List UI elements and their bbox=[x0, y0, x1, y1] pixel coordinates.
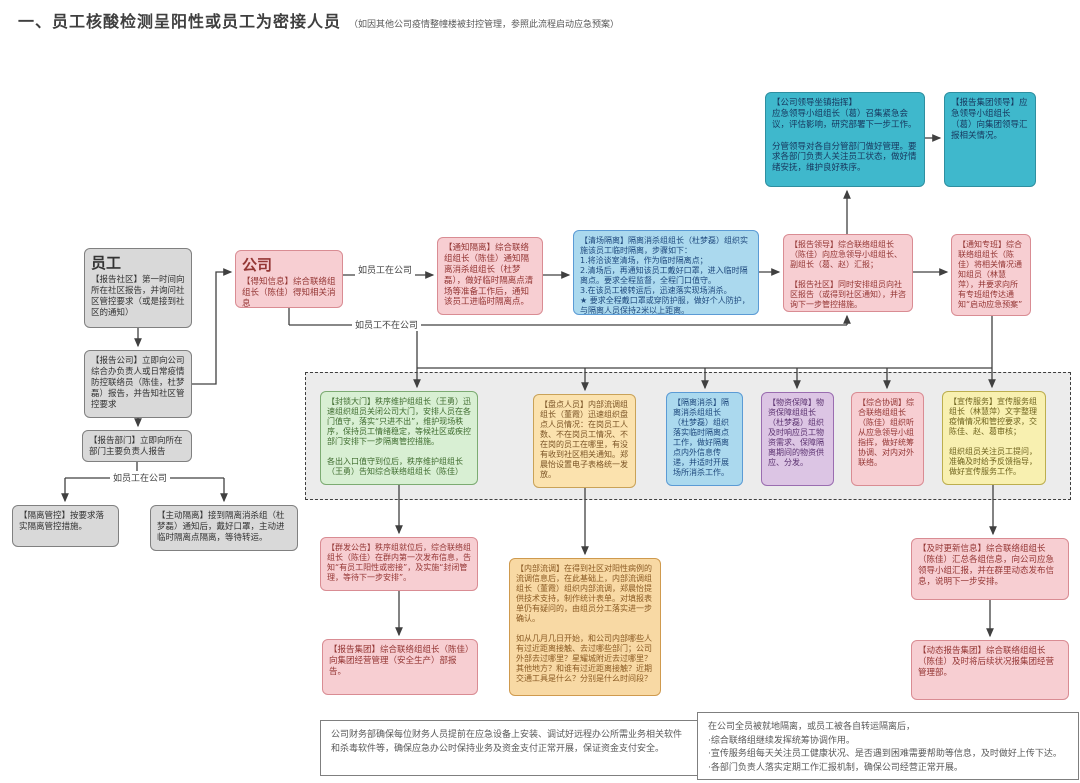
node-report-leader-text: 【报告领导】综合联络组组长（陈佳）向应急领导小组组长、副组长（葛、赵）汇报； 【… bbox=[790, 240, 906, 309]
node-report-company: 【报告公司】立即向公司综合办负责人或日常疫情防控联络员（陈佳，杜梦磊）报告，并告… bbox=[84, 350, 192, 418]
node-report-department-text: 【报告部门】立即向所在部门主要负责人报告 bbox=[89, 436, 183, 457]
node-group-announcement-text: 【群发公告】秩序组就位后，综合联络组组长（陈佳）在群内第一次发布信息，告知“有员… bbox=[327, 543, 471, 582]
node-report-leader: 【报告领导】综合联络组组长（陈佳）向应急领导小组组长、副组长（葛、赵）汇报； 【… bbox=[783, 234, 913, 312]
node-supplies: 【物资保障】物资保障组组长（杜梦磊）组织及时响应员工物资需求、保障隔离期间的物资… bbox=[761, 392, 834, 486]
node-update-info: 【及时更新信息】综合联络组组长（陈佳）汇总各组信息，向公司应急领导小组汇报，并在… bbox=[911, 538, 1069, 600]
edge-label-in-company-left: 如员工在公司 bbox=[110, 471, 171, 484]
node-publicity: 【宣传服务】宣传服务组组长（林慧萍）文字整理疫情情况和管控要求，交陈佳、赵、葛审… bbox=[942, 391, 1046, 485]
node-clear-isolation: 【清场隔离】隔离消杀组组长（杜梦磊）组织实施该员工临时隔离，步骤如下： 1.将洽… bbox=[573, 230, 759, 315]
node-notify-isolation-text: 【通知隔离】综合联络组组长（陈佳）通知隔离消杀组组长（杜梦磊），做好临时隔离点清… bbox=[444, 243, 534, 308]
node-employee: 员工 【报告社区】第一时间向所在社区报告，并询问社区管控要求（或是接到社区的通知… bbox=[84, 248, 192, 328]
node-quarantine-control-text: 【隔离管控】按要求落实隔离管控措施。 bbox=[19, 511, 105, 532]
node-clear-isolation-text: 【清场隔离】隔离消杀组组长（杜梦磊）组织实施该员工临时隔离，步骤如下： 1.将洽… bbox=[580, 236, 750, 315]
node-leader-command-text: 【公司领导坐镇指挥】 应急领导小组组长（葛）召集紧急会议，评估影响，研究部署下一… bbox=[772, 98, 917, 174]
node-dynamic-report-group-text: 【动态报告集团】综合联络组组长（陈佳）及时将后续状况报集团经营管理部。 bbox=[918, 646, 1055, 678]
node-notify-isolation: 【通知隔离】综合联络组组长（陈佳）通知隔离消杀组组长（杜梦磊），做好临时隔离点清… bbox=[437, 237, 543, 315]
node-self-isolation: 【主动隔离】接到隔离消杀组（杜梦磊）通知后，戴好口罩，主动进临时隔离点隔离，等待… bbox=[150, 505, 298, 551]
node-coordination: 【综合协调】综合联络组组长（陈佳）组织听从应急领导小组指挥，做好统筹协调、对内对… bbox=[851, 392, 924, 486]
node-coordination-text: 【综合协调】综合联络组组长（陈佳）组织听从应急领导小组指挥，做好统筹协调、对内对… bbox=[858, 398, 914, 467]
node-report-group-text: 【报告集团】综合联络组组长（陈佳）向集团经营管理（安全生产）部报告。 bbox=[329, 645, 470, 677]
node-group-announcement: 【群发公告】秩序组就位后，综合联络组组长（陈佳）在群内第一次发布信息，告知“有员… bbox=[320, 537, 478, 591]
node-personnel-check-text: 【盘点人员】内部流调组组长（董霞）迅速组织盘点人员情况：在岗员工人数、不在岗员工… bbox=[540, 400, 628, 479]
node-leader-command: 【公司领导坐镇指挥】 应急领导小组组长（葛）召集紧急会议，评估影响，研究部署下一… bbox=[765, 92, 925, 187]
note-after-quarantine: 在公司全员被就地隔离，或员工被各自转运隔离后， ·综合联络组继续发挥统筹协调作用… bbox=[697, 712, 1079, 780]
node-isolation-disinfect-text: 【隔离消杀】隔离消杀组组长（杜梦磊）组织落实临时隔离点工作，做好隔离点内外信息传… bbox=[673, 398, 729, 477]
node-employee-text: 【报告社区】第一时间向所在社区报告，并询问社区管控要求（或是接到社区的通知） bbox=[91, 275, 185, 318]
node-notify-team-text: 【通知专班】综合联络组组长（陈佳）将相关情况通知组员（林慧萍），并要求向所有专班… bbox=[958, 240, 1023, 309]
note-after-quarantine-text: 在公司全员被就地隔离，或员工被各自转运隔离后， ·综合联络组继续发挥统筹协调作用… bbox=[708, 722, 1062, 773]
node-notify-team: 【通知专班】综合联络组组长（陈佳）将相关情况通知组员（林慧萍），并要求向所有专班… bbox=[951, 234, 1031, 316]
node-internal-trace: 【内部流调】在得到社区对阳性病例的流调信息后，在此基础上，内部流调组组长（董霞）… bbox=[509, 558, 661, 696]
title-note: （如因其他公司疫情整幢楼被封控管理，参照此流程启动应急预案） bbox=[349, 20, 620, 30]
page-title: 一、员工核酸检测呈阳性或员工为密接人员 （如因其他公司疫情整幢楼被封控管理，参照… bbox=[18, 8, 619, 32]
node-company: 公司 【得知信息】综合联络组组长（陈佳）得知相关消息 bbox=[235, 250, 343, 308]
node-internal-trace-text: 【内部流调】在得到社区对阳性病例的流调信息后，在此基础上，内部流调组组长（董霞）… bbox=[516, 564, 652, 683]
node-report-department: 【报告部门】立即向所在部门主要负责人报告 bbox=[82, 430, 192, 462]
edge-label-in-company-top: 如员工在公司 bbox=[355, 263, 416, 276]
node-report-group: 【报告集团】综合联络组组长（陈佳）向集团经营管理（安全生产）部报告。 bbox=[322, 639, 478, 695]
node-report-group-leader: 【报告集团领导】应急领导小组组长（葛）向集团领导汇报相关情况。 bbox=[944, 92, 1036, 187]
node-company-header: 公司 bbox=[242, 256, 273, 274]
node-self-isolation-text: 【主动隔离】接到隔离消杀组（杜梦磊）通知后，戴好口罩，主动进临时隔离点隔离，等待… bbox=[157, 511, 285, 543]
node-lockdown-gate-text: 【封锁大门】秩序维护组组长（王勇）迅速组织组员关闭公司大门，安排人员在各门值守，… bbox=[327, 397, 471, 476]
node-company-text: 【得知信息】综合联络组组长（陈佳）得知相关消息 bbox=[242, 277, 336, 308]
node-update-info-text: 【及时更新信息】综合联络组组长（陈佳）汇总各组信息，向公司应急领导小组汇报，并在… bbox=[918, 544, 1055, 587]
node-quarantine-control: 【隔离管控】按要求落实隔离管控措施。 bbox=[12, 505, 119, 547]
node-employee-header: 员工 bbox=[91, 254, 122, 272]
node-lockdown-gate: 【封锁大门】秩序维护组组长（王勇）迅速组织组员关闭公司大门，安排人员在各门值守，… bbox=[320, 391, 478, 485]
node-report-group-leader-text: 【报告集团领导】应急领导小组组长（葛）向集团领导汇报相关情况。 bbox=[951, 98, 1028, 141]
node-supplies-text: 【物资保障】物资保障组组长（杜梦磊）组织及时响应员工物资需求、保障隔离期间的物资… bbox=[768, 398, 824, 467]
note-finance-text: 公司财务部确保每位财务人员提前在应急设备上安装、调试好远程办公所需业务相关软件和… bbox=[331, 730, 683, 754]
edge-label-not-in-company: 如员工不在公司 bbox=[352, 318, 422, 331]
node-personnel-check: 【盘点人员】内部流调组组长（董霞）迅速组织盘点人员情况：在岗员工人数、不在岗员工… bbox=[533, 394, 636, 488]
node-dynamic-report-group: 【动态报告集团】综合联络组组长（陈佳）及时将后续状况报集团经营管理部。 bbox=[911, 640, 1069, 700]
node-publicity-text: 【宣传服务】宣传服务组组长（林慧萍）文字整理疫情情况和管控要求，交陈佳、赵、葛审… bbox=[949, 397, 1037, 476]
node-report-company-text: 【报告公司】立即向公司综合办负责人或日常疫情防控联络员（陈佳，杜梦磊）报告，并告… bbox=[91, 356, 185, 410]
title-text: 一、员工核酸检测呈阳性或员工为密接人员 bbox=[18, 12, 342, 31]
note-finance: 公司财务部确保每位财务人员提前在应急设备上安装、调试好远程办公所需业务相关软件和… bbox=[320, 720, 698, 776]
node-isolation-disinfect: 【隔离消杀】隔离消杀组组长（杜梦磊）组织落实临时隔离点工作，做好隔离点内外信息传… bbox=[666, 392, 743, 486]
